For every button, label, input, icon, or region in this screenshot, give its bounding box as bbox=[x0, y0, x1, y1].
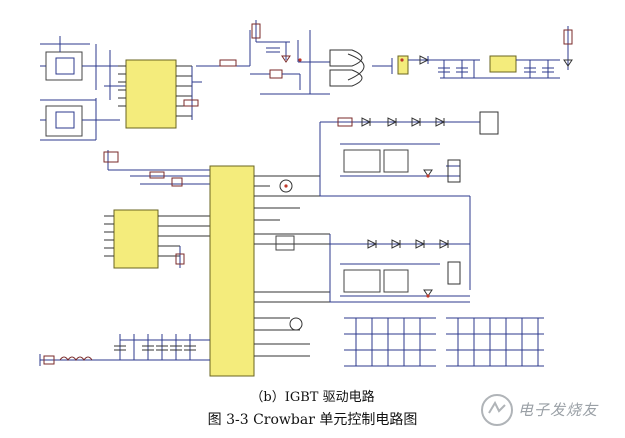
ic-mcu bbox=[209, 165, 255, 377]
watermark-text: 电子发烧友 bbox=[518, 401, 599, 419]
rc-array-right bbox=[446, 317, 544, 367]
figure-subcaption: （b）IGBT 驱动电路 bbox=[250, 390, 375, 405]
watermark-logo: 电子发烧友 bbox=[480, 393, 620, 427]
figure-caption: 图 3-3 Crowbar 单元控制电路图 bbox=[207, 412, 418, 428]
optocoupler-block-bottom bbox=[40, 98, 120, 141]
optocoupler-block-top bbox=[40, 36, 126, 100]
ic-u1 bbox=[125, 59, 177, 129]
rc-array-left bbox=[344, 317, 436, 367]
watermark-icon bbox=[481, 394, 513, 426]
ic-u2 bbox=[113, 209, 159, 269]
